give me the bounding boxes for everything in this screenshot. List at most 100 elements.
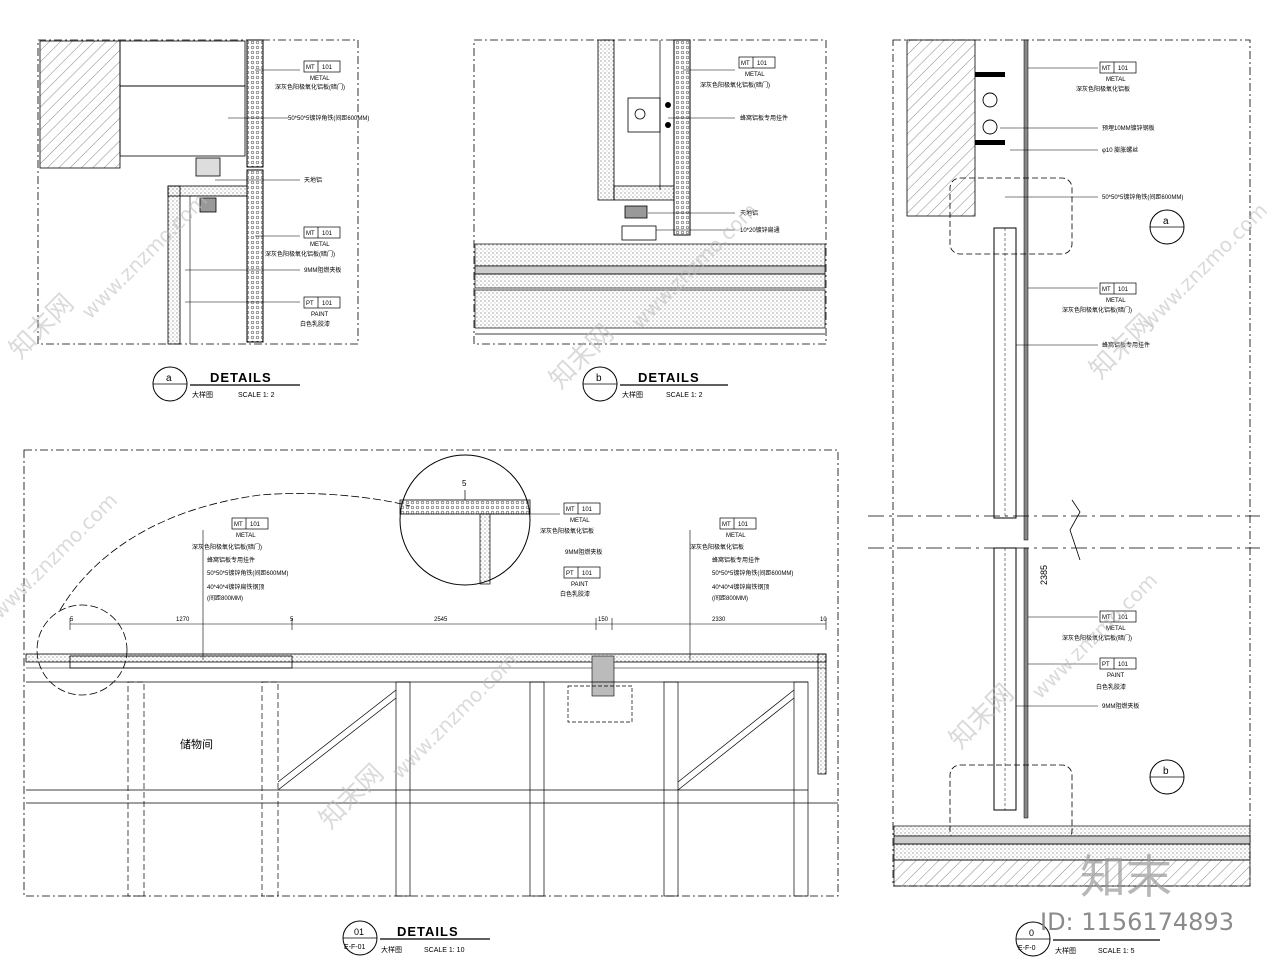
pt-description: 白色乳胶漆 [1096,683,1126,691]
section-mark-a: a [1163,216,1169,227]
note-board: 9MM阻燃夹板 [304,266,341,274]
mt-number: 101 [322,65,333,71]
watermark-brand: 知末网 [544,319,620,395]
mt-word: METAL [310,76,330,82]
mt-code: MT [306,65,315,71]
mt-description: 深灰色阳极氧化铝板(暗门) [265,250,335,258]
mt-word: METAL [570,518,590,524]
note-angle-iron: 50*50*5镀锌角铁(间距600MM) [207,569,288,577]
mt-word: METAL [726,533,746,539]
pt-word: PAINT [571,582,589,588]
note-steel-40: 40*40*4镀锌扁铁钢顶 [207,583,264,591]
pt-code: PT [306,301,314,307]
note-steel-40: 40*40*4镀锌扁铁钢顶 [712,583,769,591]
detail-ref: E-F-0 [1018,945,1036,952]
dim-detail: 5 [462,479,467,488]
detail-title: DETAILS [397,924,459,939]
dim-height: 2385 [1039,565,1049,585]
watermark-site: www.znzmo.com [1027,568,1163,704]
mt-description: 深灰色阳极氧化铝板(暗门) [1062,306,1132,314]
note-honeycomb-clip: 蜂窝铝板专用挂件 [740,114,788,122]
mt-number: 101 [322,231,333,237]
watermark-site: www.znzmo.com [387,648,523,784]
detail-right-section: a b 2385 MT 101 METAL 深灰色阳极氧化铝板 预埋10MM镀锌… [868,39,1260,957]
watermark-brand: 知末网 [314,759,390,835]
dim: 5 [290,617,294,623]
note-honeycomb-clip: 蜂窝铝板专用挂件 [712,556,760,564]
dim: 1270 [176,617,190,623]
mt-description: 深灰色阳极氧化铝板(暗门) [275,83,345,91]
mt-code: MT [234,522,243,528]
note-angle-iron: 50*50*5镀锌角铁(间距600MM) [1102,193,1183,201]
dim: 10 [820,617,827,623]
watermark-logo: 知末 [1080,850,1172,904]
mt-description: 深灰色阳极氧化铝板(暗门) [1062,634,1132,642]
pt-code: PT [1102,662,1110,668]
detail-title: DETAILS [210,370,272,385]
detail-ref: E-F-01 [344,944,366,951]
pt-number: 101 [1118,662,1129,668]
note-expansion: φ10 膨胀螺丝 [1102,146,1138,154]
pt-number: 101 [582,571,593,577]
detail-main-plan: 5 5 1270 5 2545 150 2330 10 [23,449,839,956]
dim: 2330 [712,617,726,623]
mt-description: 深灰色阳极氧化铝板 [1076,85,1130,93]
mt-code: MT [741,61,750,67]
mt-number: 101 [738,522,749,528]
detail-title: DETAILS [638,370,700,385]
mt-code: MT [306,231,315,237]
pt-number: 101 [322,301,333,307]
detail-mark: 01 [354,927,364,937]
mt-description: 深灰色阳极氧化铝板(暗门) [192,543,262,551]
dim: 5 [70,617,74,623]
mt-word: METAL [1106,626,1126,632]
detail-mark: 0 [1029,928,1034,938]
watermark-site: www.znzmo.com [77,188,213,324]
room-label: 储物间 [180,737,213,751]
watermark-brand: 知末网 [944,679,1020,755]
note-spacing: (间距800MM) [207,594,243,602]
detail-sub: 大样图 [622,390,643,399]
detail-scale: SCALE 1: 10 [424,947,465,954]
mt-number: 101 [757,61,768,67]
note-honeycomb-clip: 蜂窝铝板专用挂件 [207,556,255,564]
mt-description: 深灰色阳极氧化铝板 [690,543,744,551]
mt-code: MT [566,507,575,513]
pt-description: 白色乳胶漆 [560,590,590,598]
mt-code: MT [1102,615,1111,621]
mt-code: MT [722,522,731,528]
mt-description: 深灰色阳极氧化铝板(暗门) [700,81,770,89]
mt-code: MT [1102,66,1111,72]
note-angle-iron: 50*50*5镀锌角铁(间距600MM) [712,569,793,577]
mt-number: 101 [582,507,593,513]
note-board: 9MM阻燃夹板 [1102,702,1139,710]
dim: 150 [598,617,609,623]
mt-code: MT [1102,287,1111,293]
mt-word: METAL [1106,298,1126,304]
watermark-brand: 知末网 [4,289,80,365]
detail-b: MT 101 METAL 深灰色阳极氧化铝板(暗门) 蜂窝铝板专用挂件 天地铝 … [473,39,827,402]
mt-word: METAL [310,242,330,248]
watermark-id: ID: 1156174893 [1040,908,1234,936]
detail-mark: a [166,373,172,384]
note-angle-iron: 50*50*5镀锌角铁(间距600MM) [288,114,369,122]
detail-sub: 大样图 [1055,946,1076,955]
detail-sub: 大样图 [192,390,213,399]
note-steel: 10*20镀锌扁通 [740,226,780,234]
detail-sub: 大样图 [381,945,402,954]
note-board: 9MM阻燃夹板 [565,548,602,556]
watermark-site: www.znzmo.com [0,488,122,624]
mt-number: 101 [1118,615,1129,621]
detail-a: MT 101 METAL 深灰色阳极氧化铝板(暗门) 50*50*5镀锌角铁(间… [37,39,369,402]
pt-code: PT [566,571,574,577]
pt-description: 白色乳胶漆 [300,320,330,328]
note-floor-clip: 天地铝 [740,209,758,217]
section-mark-b: b [1163,766,1169,777]
detail-scale: SCALE 1: 2 [666,392,703,399]
mt-description: 深灰色阳极氧化铝板 [540,527,594,535]
note-spacing: (间距800MM) [712,594,748,602]
detail-scale: SCALE 1: 2 [238,392,275,399]
detail-scale: SCALE 1: 5 [1098,948,1135,955]
mt-number: 101 [1118,287,1129,293]
